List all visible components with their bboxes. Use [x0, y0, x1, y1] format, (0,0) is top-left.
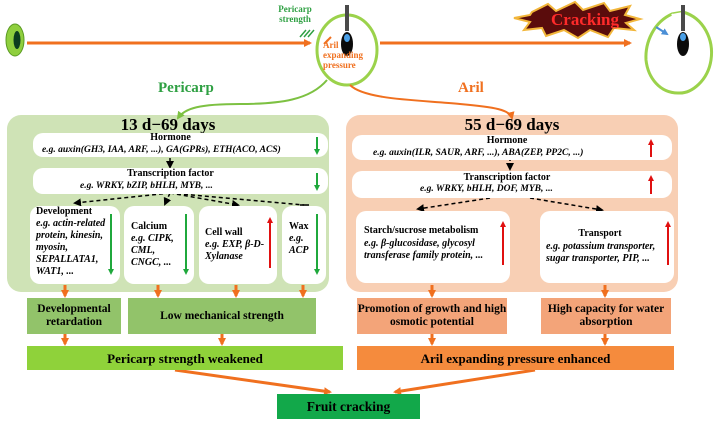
wax-text: e.g. ACP — [289, 233, 309, 256]
calcium-title: Calcium — [131, 221, 168, 232]
cellwall-title: Cell wall — [205, 227, 243, 238]
pericarp-strength-arrows-icon — [299, 29, 315, 38]
starch-title: Starch/sucrose metabolism — [364, 225, 479, 236]
pericarp-tf-box — [33, 168, 328, 194]
development-title: Development — [36, 206, 93, 217]
cracking-burst-icon — [513, 0, 644, 40]
small-fruit-icon — [5, 23, 25, 57]
starch-box — [356, 211, 510, 283]
transport-text: e.g. potassium transporter, sugar transp… — [546, 241, 656, 264]
cellwall-text: e.g. EXP, β-D-Xylanase — [205, 239, 265, 262]
aril-hormone-box — [352, 135, 672, 160]
aril-tf-box — [352, 171, 672, 198]
aril-hormone-title: Hormone — [486, 135, 528, 146]
promotion-of-growth: Promotion of growth and high osmotic pot… — [357, 298, 507, 334]
pericarp-tf-text: e.g. WRKY, bZIP, bHLH, MYB, ... — [80, 181, 213, 191]
pericarp-tf-title: Transcription factor — [127, 168, 214, 179]
pericarp-hormone-box — [33, 133, 328, 157]
aril-connector — [349, 84, 515, 120]
middle-fruit-icon — [315, 5, 379, 87]
pericarp-hormone-text: e.g. auxin(GH3, IAA, ARF, ...), GA(GPRs)… — [42, 145, 281, 155]
pericarp-hormone-title: Hormone — [150, 132, 191, 143]
pericarp-strength-weakened: Pericarp strength weakened — [27, 346, 343, 370]
fruit-cracking: Fruit cracking — [277, 394, 420, 419]
aril-section-label: Aril — [458, 80, 484, 96]
wax-title: Wax — [289, 221, 309, 232]
cracked-fruit-icon — [644, 5, 714, 95]
cracking-label: Cracking — [551, 10, 619, 29]
aril-tf-text: e.g. WRKY, bHLH, DOF, MYB, ... — [420, 184, 553, 194]
pericarp-days: 13 d−69 days — [120, 115, 216, 134]
development-box — [30, 206, 120, 284]
aril-hormone-text: e.g. auxin(ILR, SAUR, ARF, ...), ABA(ZEP… — [373, 148, 584, 158]
pericarp-connector — [176, 79, 328, 120]
aril-pressure-enhanced: Aril expanding pressure enhanced — [357, 346, 674, 370]
low-mechanical-strength: Low mechanical strength — [128, 298, 316, 334]
aril-days: 55 d−69 days — [464, 115, 560, 134]
calcium-box — [124, 206, 194, 284]
aril-pressure-label: Aril expanding pressure — [323, 40, 364, 70]
high-water-absorption: High capacity for water absorption — [541, 298, 671, 334]
transport-title: Transport — [578, 228, 622, 239]
pericarp-strength-label: Pericarp strength — [278, 4, 312, 24]
development-text: e.g. actin-related protein, kinesin, myo… — [36, 218, 106, 277]
aril-pressure-arrows-icon — [323, 36, 332, 45]
pericarp-section-label: Pericarp — [158, 80, 214, 96]
calcium-text: e.g. CIPK, CML, CNGC, ... — [131, 233, 174, 268]
developmental-retardation: Developmental retardation — [27, 298, 121, 334]
transport-box — [540, 211, 674, 283]
crack-arrow — [655, 26, 669, 36]
cellwall-box — [199, 206, 277, 284]
aril-tf-title: Transcription factor — [463, 172, 551, 183]
starch-text: e.g. β-glucosidase, glycosyl transferase… — [364, 238, 484, 261]
